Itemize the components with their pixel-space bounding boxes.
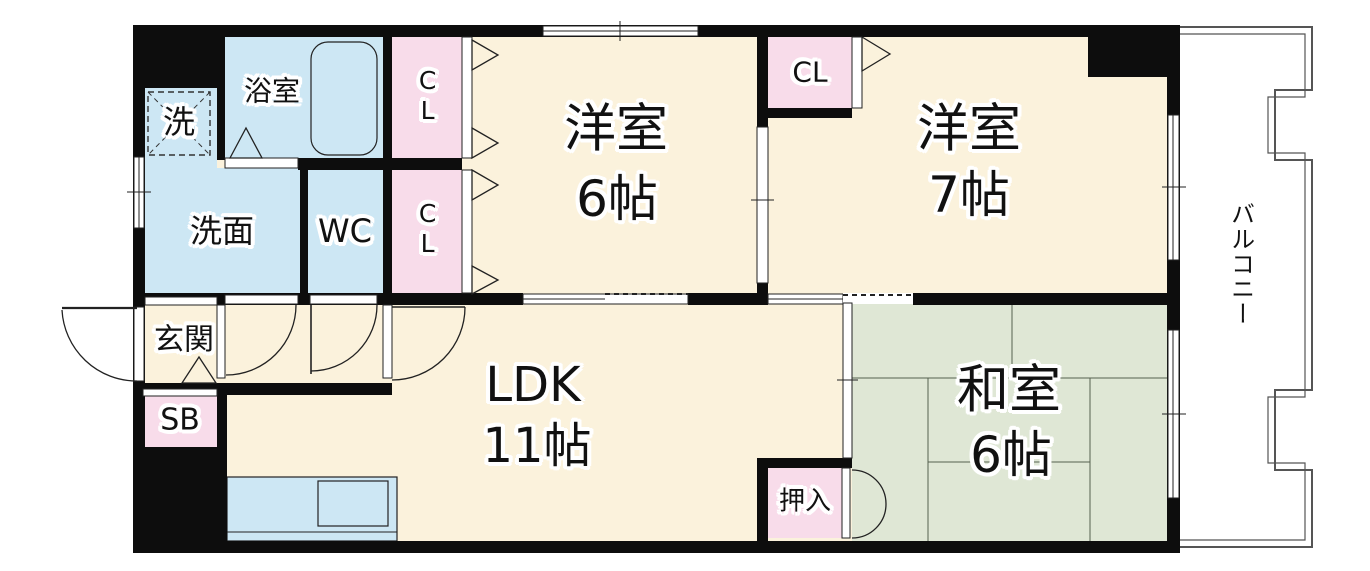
window-right-japanese [1162, 329, 1186, 499]
bathroom-sill [224, 157, 299, 169]
window-right-western7 [1162, 114, 1186, 261]
japanese-room-area [852, 303, 1167, 541]
closet-doors [461, 35, 892, 296]
label-western7-size: 7帖 [928, 165, 1010, 224]
slider-western6-south [522, 293, 689, 305]
oshiire-area [768, 468, 842, 538]
label-ldk-size: 11帖 [482, 417, 592, 474]
label-western6-name: 洋室 [563, 99, 669, 160]
wc-area [308, 168, 383, 293]
corner-block-topleft [133, 25, 217, 88]
washroom-door-sill [224, 294, 299, 305]
closet-a-bifold-icon [471, 38, 500, 72]
sliding-doors [216, 126, 913, 459]
label-laundry: 洗 [162, 103, 196, 142]
label-ldk-name: LDK [485, 356, 581, 413]
entrance-opening [133, 306, 145, 382]
ldk-door-swing [391, 306, 466, 381]
label-balcony: バルコニー [1226, 201, 1255, 327]
label-japanese-name: 和室 [956, 360, 1062, 421]
corner-block-bottomleft [133, 447, 227, 553]
closet-c-door-strip [851, 36, 863, 109]
tatami-grid [852, 303, 1167, 541]
closet-b-bifold-icon [471, 168, 500, 202]
label-closet-b: CL [413, 199, 443, 259]
slider-ldk-japanese [837, 302, 858, 459]
bathtub-icon [310, 41, 378, 156]
laundry-box-icon [147, 91, 211, 156]
oshiire-sill [841, 467, 851, 539]
entry-step-icon [180, 355, 218, 384]
washroom-door-swing [225, 304, 297, 376]
wc-door-swing [310, 304, 378, 374]
closet-b-area [392, 170, 462, 293]
corner-block-topright [1088, 25, 1180, 77]
label-western6-size: 6帖 [576, 169, 658, 228]
label-japanese-size: 6帖 [970, 425, 1052, 484]
wall-bottom [133, 541, 1180, 553]
kitchen-counter-icon [226, 476, 398, 542]
label-closet-c: CL [792, 55, 828, 89]
shoebox-area [143, 396, 217, 447]
closet-c-area [768, 37, 852, 108]
slider-western7-south [767, 293, 844, 305]
closet-a-area [392, 37, 462, 158]
sills [133, 157, 851, 539]
washroom-area [145, 88, 300, 293]
label-genkan: 玄関 [154, 322, 214, 358]
closet-b-door-strip [461, 169, 473, 294]
label-bathroom: 浴室 [243, 74, 301, 108]
windows [127, 21, 1186, 499]
label-closet-a: CL [413, 66, 443, 126]
closet-c-bifold-icon [861, 35, 892, 73]
label-washroom: 洗面 [189, 212, 255, 251]
entrance-door-swing [61, 306, 138, 382]
balcony-outline [1180, 26, 1313, 548]
label-oshiire: 押入 [778, 486, 832, 517]
wc-door-sill [309, 294, 378, 305]
slider-between-western-rooms [751, 126, 774, 284]
fixtures [147, 41, 398, 542]
genkan-step-sill [144, 296, 218, 306]
window-left [127, 156, 151, 229]
oshiire-double-door-swing [851, 469, 887, 539]
genkan-hall-opening [216, 304, 226, 379]
slider-track-dashed [843, 293, 913, 304]
step-markers [180, 126, 264, 384]
closet-a-door-strip [461, 36, 473, 159]
door-swings [61, 304, 887, 539]
window-top [542, 21, 699, 41]
kitchen-sink-icon [317, 480, 389, 527]
ldk-door-gap [382, 304, 393, 379]
shoebox-sill [142, 388, 218, 397]
label-wc: WC [318, 212, 372, 251]
label-western7-name: 洋室 [916, 99, 1022, 160]
label-shoebox: SB [160, 402, 200, 438]
bathroom-door-icon [228, 126, 264, 159]
